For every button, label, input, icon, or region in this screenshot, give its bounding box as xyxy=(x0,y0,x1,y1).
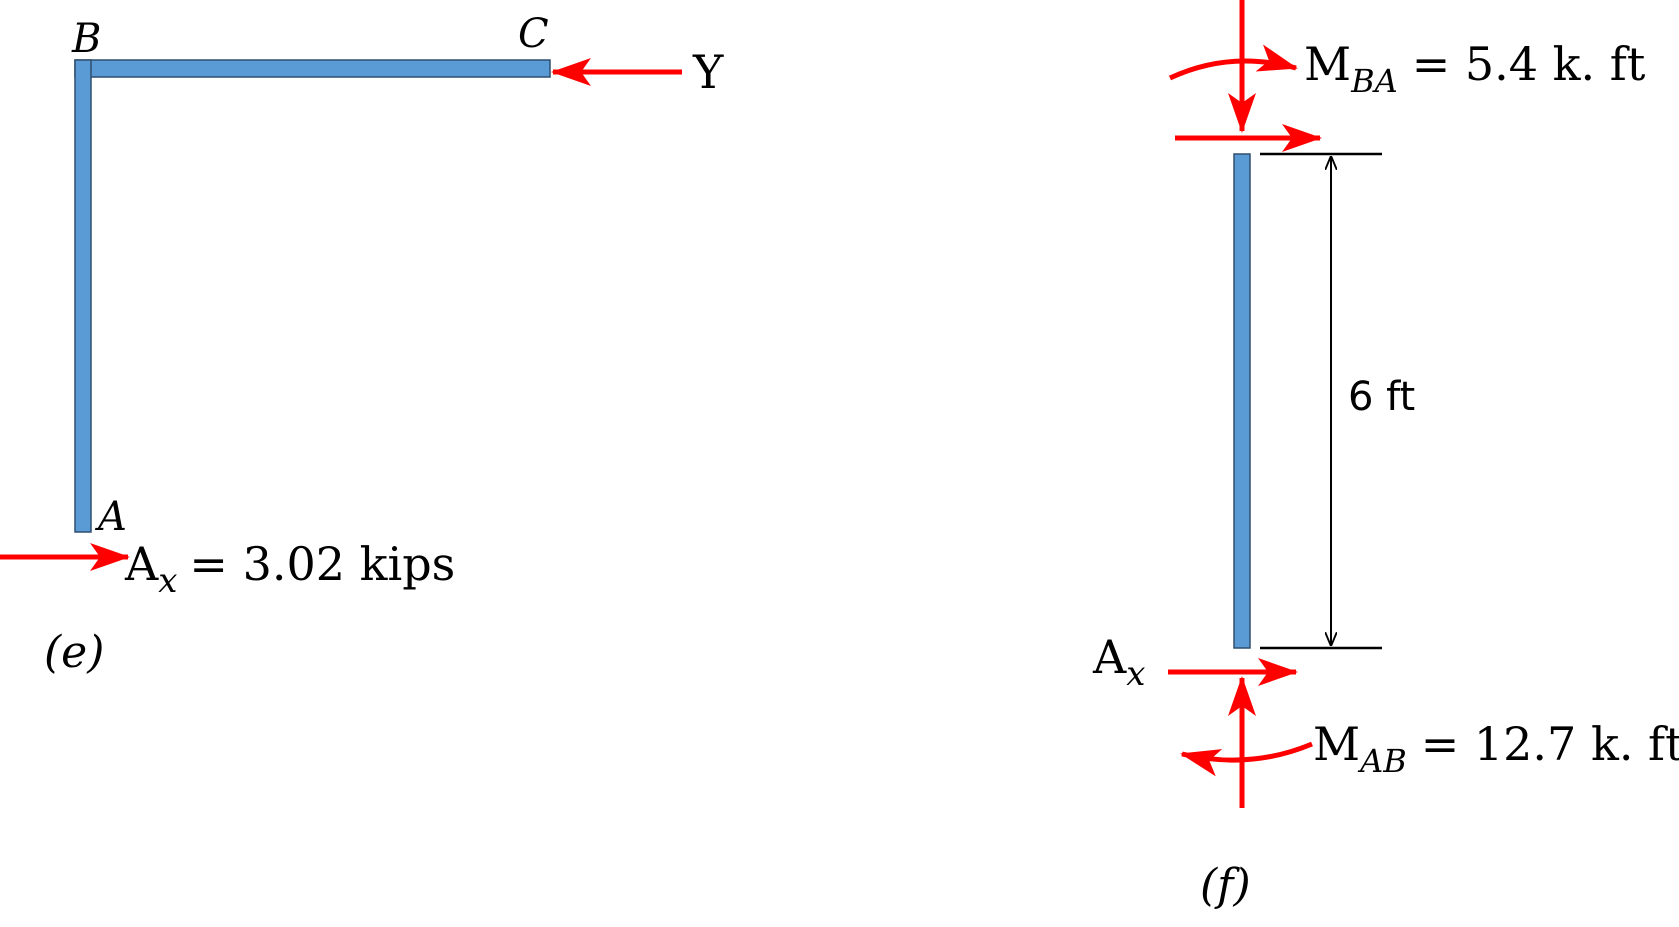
moment-ba-label: MBA= 5.4 k. ft xyxy=(1304,37,1646,100)
moment-ba-arrow xyxy=(1168,44,1298,81)
moment-ab-label: MAB= 12.7 k. ft xyxy=(1313,717,1679,780)
caption-f: (f) xyxy=(1200,860,1251,911)
member-ab xyxy=(74,59,92,533)
force-y-label: Y xyxy=(692,45,724,99)
reaction-ax-label: Ax= 3.02 kips xyxy=(124,537,455,601)
node-b-label: B xyxy=(71,16,101,62)
member-column xyxy=(1233,153,1251,649)
member-bc xyxy=(74,59,551,78)
moment-ab-arrow xyxy=(1180,741,1313,777)
figure-e: B C A Y Ax= 3.02 kips (e) xyxy=(0,11,724,678)
figure-f: MBA= 5.4 k. ft 6 ft Ax MAB= 12.7 k. ft (… xyxy=(1092,0,1679,911)
dimension-label: 6 ft xyxy=(1348,374,1415,420)
bottom-ax-label: Ax xyxy=(1092,630,1145,694)
caption-e: (e) xyxy=(44,627,104,678)
node-a-label: A xyxy=(94,494,127,540)
node-c-label: C xyxy=(518,11,549,57)
